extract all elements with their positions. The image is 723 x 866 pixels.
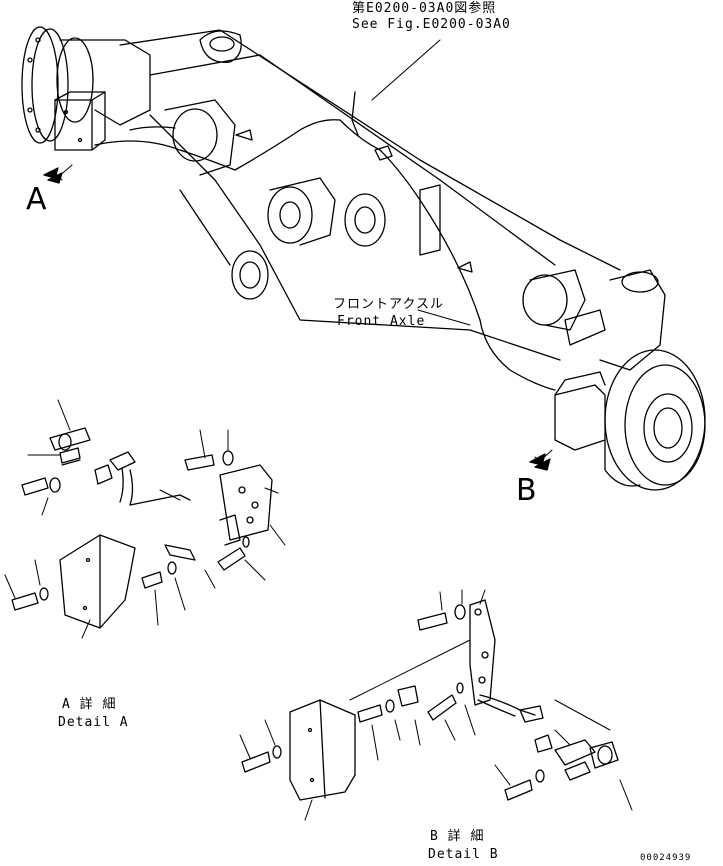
fig-ref-jp-label: 第E0200-03A0図参照 <box>352 1 497 16</box>
front-axle-body <box>21 26 706 491</box>
view-a-arrow <box>43 167 63 184</box>
drawing-number: 00024939 <box>640 853 692 863</box>
detail-a-jp-label: A 詳 細 <box>62 697 117 712</box>
front-axle-en-label: Front Axle <box>337 314 426 329</box>
view-a-label: A <box>26 182 47 217</box>
axle-wire-harness <box>94 91 556 391</box>
front-axle-jp-label: フロントアクスル <box>333 297 444 312</box>
view-b-arrow <box>529 453 551 471</box>
detail-b-jp-label: B 詳 細 <box>430 829 485 844</box>
callout-leaders <box>53 39 553 466</box>
fig-ref-en-label: See Fig.E0200-03A0 <box>352 17 511 32</box>
detail-a-parts <box>4 399 286 639</box>
detail-b-en-label: Detail B <box>428 847 499 862</box>
detail-b-parts <box>239 589 633 821</box>
view-b-label: B <box>516 473 537 508</box>
detail-a-en-label: Detail A <box>58 715 129 730</box>
